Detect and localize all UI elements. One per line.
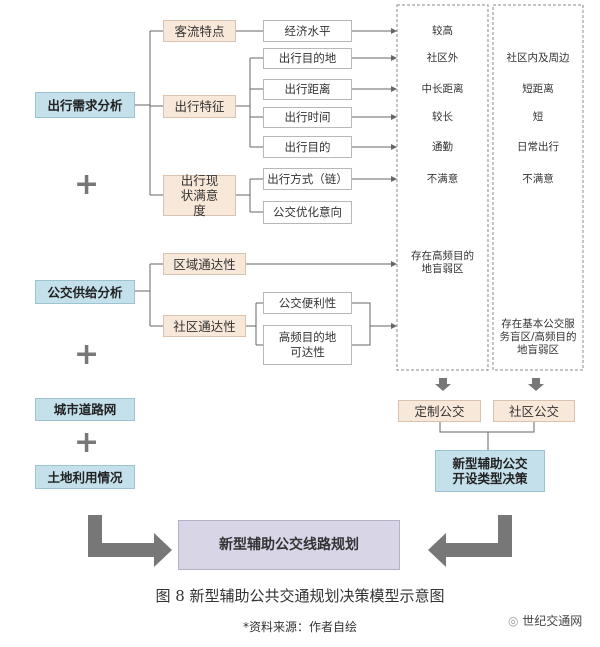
col2-distance: 短距离 xyxy=(522,83,554,95)
col1-time: 较长 xyxy=(432,111,453,123)
community-access-box: 社区通达性 xyxy=(163,315,246,337)
reach-box: 高频目的地可达性 xyxy=(263,325,352,365)
satisfaction-box: 出行现状满意度 xyxy=(163,173,236,218)
road-network-box: 城市道路网 xyxy=(35,398,135,421)
big-arrow-icons xyxy=(88,515,512,567)
col1-destination: 社区外 xyxy=(426,52,459,64)
economy-box: 经济水平 xyxy=(263,20,352,42)
demand-analysis-box: 出行需求分析 xyxy=(35,92,135,118)
destination-box: 出行目的地 xyxy=(263,48,352,69)
down-arrow-icons xyxy=(435,378,544,391)
intent-box: 公交优化意向 xyxy=(263,201,352,224)
dashed-columns xyxy=(396,4,584,371)
community-bus-box: 社区公交 xyxy=(493,400,575,422)
wechat-icon: ◎ xyxy=(508,614,523,628)
regional-access-box: 区域通达性 xyxy=(163,253,246,275)
convenience-box: 公交便利性 xyxy=(263,292,352,314)
col2-time: 短 xyxy=(532,111,544,123)
col1-economy: 较高 xyxy=(432,25,453,37)
distance-box: 出行距离 xyxy=(263,79,352,100)
travel-feature-box: 出行特征 xyxy=(163,95,236,118)
plus-icon: + xyxy=(74,425,100,460)
col1-purpose: 通勤 xyxy=(432,141,453,153)
col1-gap: 存在高频目的地盲弱区 xyxy=(411,250,474,275)
col2-destination: 社区内及周边 xyxy=(506,52,570,64)
watermark: ◎ 世纪交通网 xyxy=(508,612,582,629)
purpose-box: 出行目的 xyxy=(263,136,352,158)
figure-caption: 图 8 新型辅助公共交通规划决策模型示意图 xyxy=(155,587,445,605)
col2-satisfaction: 不满意 xyxy=(522,173,554,185)
supply-analysis-box: 公交供给分析 xyxy=(35,280,135,304)
col2-gap: 存在基本公交服务盲区/高频目的地盲弱区 xyxy=(499,318,577,356)
col1-distance: 中长距离 xyxy=(421,83,464,95)
custom-bus-box: 定制公交 xyxy=(398,400,481,422)
plus-icon: + xyxy=(74,167,100,202)
flow-feature-box: 客流特点 xyxy=(163,20,236,42)
route-planning-box: 新型辅助公交线路规划 xyxy=(178,520,400,570)
col2-purpose: 日常出行 xyxy=(517,141,559,153)
land-use-box: 土地利用情况 xyxy=(35,465,135,489)
plus-icon: + xyxy=(74,337,100,372)
source-note: *资料来源：作者自绘 xyxy=(242,620,357,634)
watermark-text: 世纪交通网 xyxy=(522,614,583,628)
mode-box: 出行方式（链） xyxy=(263,168,352,190)
col1-satisfaction: 不满意 xyxy=(426,173,459,185)
time-box: 出行时间 xyxy=(263,107,352,128)
decision-box: 新型辅助公交开设类型决策 xyxy=(435,450,545,492)
